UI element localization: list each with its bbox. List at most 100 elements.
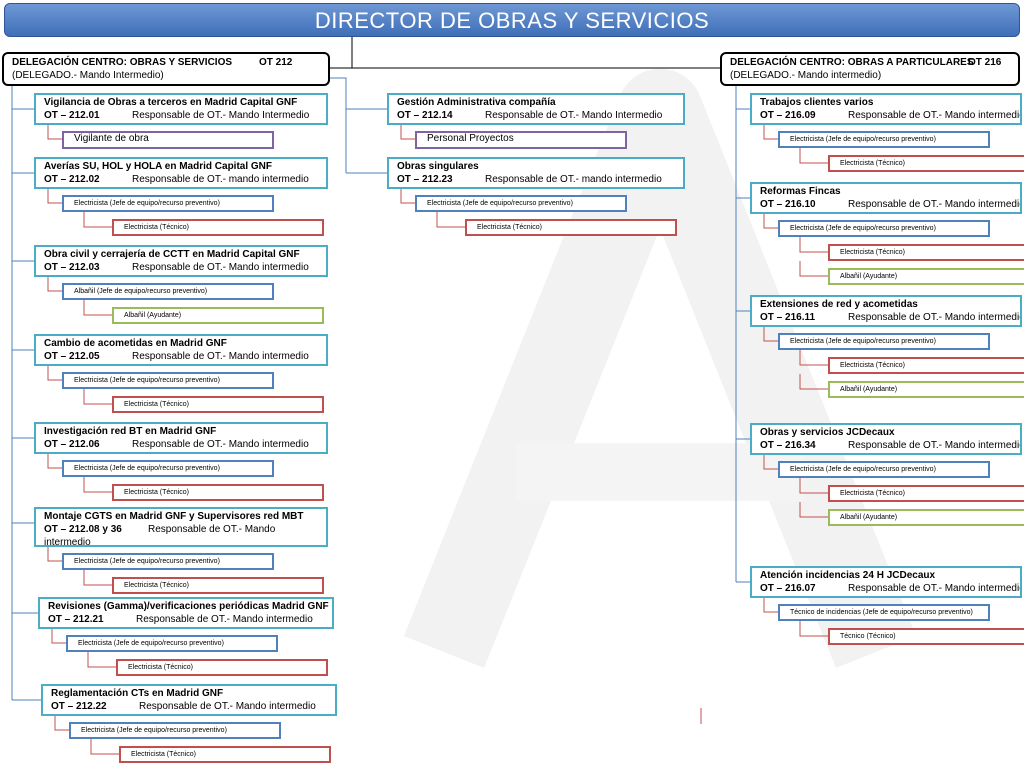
left_units-6-box: Revisiones (Gamma)/verificaciones periód…: [38, 597, 334, 629]
unit-title: Obra civil y cerrajería de CCTT en Madri…: [44, 249, 300, 260]
role-box: Electricista (Jefe de equipo/recurso pre…: [66, 635, 278, 652]
delegation-ot: OT 212: [259, 57, 293, 68]
unit-ot-line: OT – 212.06 Responsable de OT.- Mando int…: [44, 438, 318, 451]
connector: [83, 300, 112, 316]
role-box: Albañil (Ayudante): [828, 268, 1024, 285]
unit-title: Reglamentación CTs en Madrid GNF: [51, 688, 224, 699]
role-box: Electricista (Jefe de equipo/recurso pre…: [62, 553, 274, 570]
connector: [83, 570, 112, 586]
unit-ot: OT – 212.02: [44, 174, 100, 185]
connector: [799, 621, 828, 637]
connector: [400, 189, 415, 204]
unit-ot: OT – 216.09: [760, 110, 816, 121]
unit-ot: OT – 212.06: [44, 439, 100, 450]
connector: [330, 77, 347, 173]
role-box: Electricista (Jefe de equipo/recurso pre…: [69, 722, 281, 739]
unit-responsible: Responsable de OT.- Mando intermedio: [139, 701, 316, 712]
left_units-5-box: Montaje CGTS en Madrid GNF y Supervisore…: [34, 507, 328, 547]
role-box: Vigilante de obra: [62, 131, 274, 149]
unit-title: Atención incidencias 24 H JCDecaux: [760, 570, 936, 581]
connector: [330, 37, 353, 69]
unit-ot: OT – 216.07: [760, 583, 816, 594]
unit-title: Trabajos clientes varios: [760, 97, 874, 108]
connector: [799, 478, 828, 494]
role-box: Electricista (Técnico): [828, 155, 1024, 172]
delegation-title: DELEGACIÓN CENTRO: OBRAS Y SERVICIOS: [12, 57, 233, 68]
connector: [763, 455, 778, 470]
connector: [400, 125, 415, 140]
connector: [54, 716, 69, 731]
role-box: Electricista (Técnico): [112, 484, 324, 501]
role-box: Electricista (Jefe de equipo/recurso pre…: [62, 195, 274, 212]
connector: [90, 739, 119, 755]
unit-responsible: Responsable de OT.- Mando intermedio: [132, 262, 309, 273]
unit-ot: OT – 212.21: [48, 614, 104, 625]
unit-responsible: Responsable de OT.- Mando intermedio: [132, 439, 309, 450]
unit-title: Reformas Fincas: [760, 186, 841, 197]
right_units-3-box: Obras y servicios JCDecaux OT – 216.34 Res…: [750, 423, 1022, 455]
role-box: Albañil (Jefe de equipo/recurso preventi…: [62, 283, 274, 300]
connector: [763, 214, 778, 229]
unit-title: Gestión Administrativa compañía: [397, 97, 556, 108]
unit-ot-line: OT – 212.01 Responsable de OT.- Mando Int…: [44, 109, 318, 122]
unit-ot: OT – 212.22: [51, 701, 107, 712]
role-box: Técnico de incidencias (Jefe de equipo/r…: [778, 604, 990, 621]
connector: [47, 277, 62, 292]
connector: [83, 389, 112, 405]
unit-ot: OT – 212.14: [397, 110, 453, 121]
right_units-4-box: Atención incidencias 24 H JCDecaux OT – 2…: [750, 566, 1022, 598]
unit-title: Cambio de acometidas en Madrid GNF: [44, 338, 227, 349]
unit-ot: OT – 216.34: [760, 440, 816, 451]
unit-responsible: Responsable de OT.- Mando intermedio: [848, 440, 1022, 451]
unit-title: Obras singulares: [397, 161, 479, 172]
role-box: Electricista (Jefe de equipo/recurso pre…: [778, 131, 990, 148]
unit-ot: OT – 212.03: [44, 262, 100, 273]
unit-title: Obras y servicios JCDecaux: [760, 427, 895, 438]
connector: [799, 237, 828, 253]
left_units-1-box: Averías SU, HOL y HOLA en Madrid Capital…: [34, 157, 328, 189]
role-box: Electricista (Técnico): [112, 219, 324, 236]
left-delegation-box: DELEGACIÓN CENTRO: OBRAS Y SERVICIOS OT 2…: [2, 52, 330, 86]
unit-responsible: Responsable de OT.- mando intermedio: [132, 174, 309, 185]
unit-responsible: Responsable de OT.- Mando Intermedio: [485, 110, 663, 121]
role-box: Electricista (Jefe de equipo/recurso pre…: [778, 220, 990, 237]
role-box: Electricista (Jefe de equipo/recurso pre…: [415, 195, 627, 212]
unit-ot-line: OT – 212.14 Responsable de OT.- Mando Int…: [397, 109, 675, 122]
left_units-0-box: Vigilancia de Obras a terceros en Madrid…: [34, 93, 328, 125]
role-box: Electricista (Técnico): [828, 485, 1024, 502]
unit-title: Investigación red BT en Madrid GNF: [44, 426, 217, 437]
role-box: Electricista (Técnico): [112, 396, 324, 413]
unit-ot-line: OT – 216.09 Responsable de OT.- Mando int…: [760, 109, 1020, 122]
connector: [47, 366, 62, 381]
unit-responsible: Responsable de OT.- Mando Intermedio: [132, 110, 310, 121]
unit-responsible: Responsable de OT.- Mando intermedio: [848, 583, 1022, 594]
unit-title: Montaje CGTS en Madrid GNF y Supervisore…: [44, 511, 304, 522]
unit-responsible: Responsable de OT.- Mando intermedio: [848, 110, 1022, 121]
unit-ot: OT – 212.08 y 36: [44, 524, 122, 535]
role-box: Electricista (Técnico): [112, 577, 324, 594]
connector: [83, 212, 112, 228]
unit-responsible: Responsable de OT.- Mando intermedio: [136, 614, 313, 625]
unit-ot: OT – 212.01: [44, 110, 100, 121]
connector: [83, 477, 112, 493]
connector: [799, 502, 828, 518]
left-delegation-name: DELEGACIÓN CENTRO: OBRAS Y SERVICIOS OT 2…: [12, 56, 320, 69]
unit-ot: OT – 212.23: [397, 174, 453, 185]
unit-title: Vigilancia de Obras a terceros en Madrid…: [44, 97, 298, 108]
unit-ot: OT – 212.05: [44, 351, 100, 362]
connector: [47, 189, 62, 204]
unit-responsible: Responsable de OT.- Mando intermedio: [848, 199, 1022, 210]
unit-title: Extensiones de red y acometidas: [760, 299, 918, 310]
connector: [436, 212, 465, 228]
role-box: Electricista (Técnico): [119, 746, 331, 763]
unit-title: Revisiones (Gamma)/verificaciones periód…: [48, 601, 329, 612]
unit-ot-line: OT – 212.02 Responsable de OT.- mando int…: [44, 173, 318, 186]
unit-ot-line: OT – 212.21 Responsable de OT.- Mando int…: [48, 613, 324, 626]
